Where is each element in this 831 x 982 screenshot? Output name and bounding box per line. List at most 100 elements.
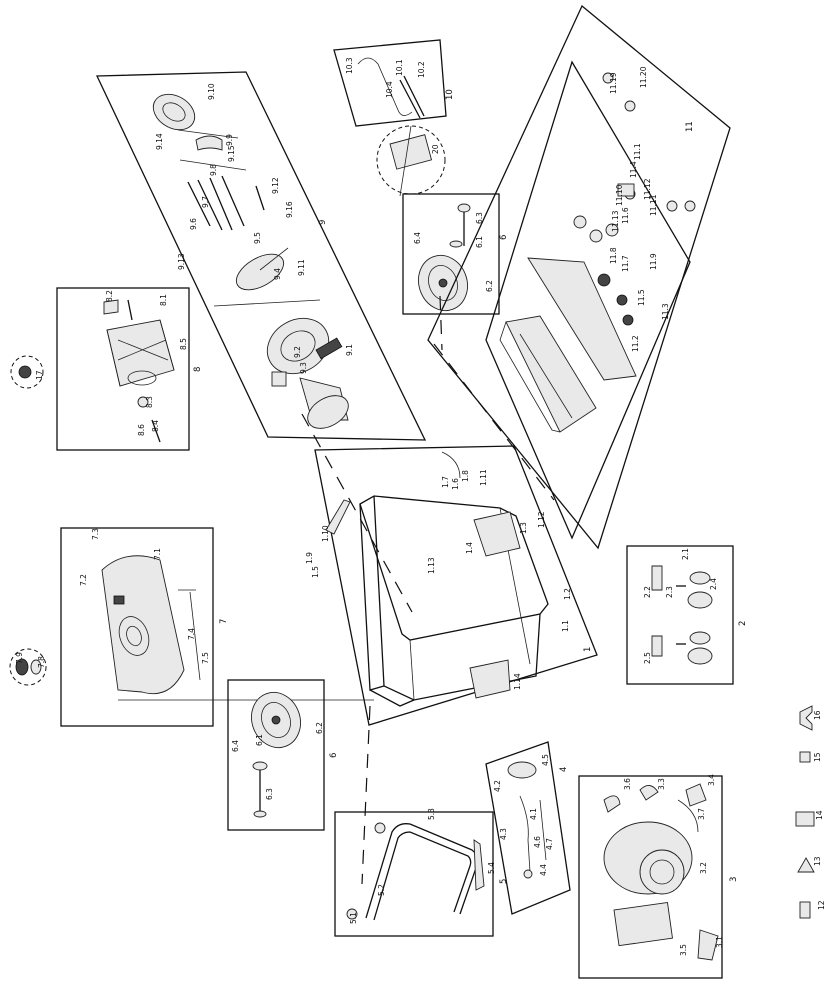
part-label: 6.4 <box>231 740 240 752</box>
part-label: 14 <box>815 810 824 820</box>
part-label: 6.1 <box>475 236 484 248</box>
group-3-frame <box>578 775 723 979</box>
part-label: 5.2 <box>377 884 386 896</box>
group-5-handle <box>334 811 494 937</box>
part-label: 8.1 <box>159 294 168 306</box>
tank-shell <box>101 555 185 695</box>
wrench-icon <box>799 705 813 731</box>
part-label: 10.4 <box>385 81 394 98</box>
part-label: 4.3 <box>499 828 508 840</box>
group-label-g4: 4 <box>559 767 569 772</box>
assembly-lines <box>301 295 555 885</box>
group-8-frame <box>56 287 190 451</box>
part-label: 2.3 <box>665 586 674 598</box>
part-label: 7.1 <box>153 548 162 560</box>
part-label: 9.11 <box>297 259 306 276</box>
part-label: 1.14 <box>513 673 522 690</box>
group-label-g8: 8 <box>193 367 203 372</box>
group-1-frame <box>314 445 598 726</box>
part-label: 3.4 <box>707 774 716 786</box>
part-label: 5.3 <box>427 808 436 820</box>
part-label: 11.1 <box>633 143 642 160</box>
part-label: 11.10 <box>615 184 624 206</box>
part-label: 7.2 <box>79 574 88 586</box>
part-label: 9.16 <box>285 201 294 218</box>
part-label: 2.5 <box>643 652 652 664</box>
group-5-frame <box>334 811 494 937</box>
part-label: 11.4 <box>629 161 638 178</box>
side-rail <box>325 499 351 535</box>
part-label: 4.7 <box>545 838 554 850</box>
alternator-end-cover <box>152 93 196 131</box>
brush <box>271 371 287 387</box>
group-6-top-frame <box>402 193 500 315</box>
part-label: 6.1 <box>255 734 264 746</box>
part-label: 1.5 <box>311 566 320 578</box>
group-label-g5: 5 <box>499 879 509 884</box>
funnel-icon <box>797 857 815 873</box>
part-label: 10.3 <box>345 57 354 74</box>
group-10-wiring <box>333 39 447 197</box>
group-1-outline <box>314 445 598 726</box>
group-6-wheel-top <box>402 193 500 315</box>
loose-parts <box>795 705 815 919</box>
part-label: 1.13 <box>427 557 436 574</box>
part-label: 1.7 <box>441 476 450 488</box>
part-label: 6.4 <box>413 232 422 244</box>
fuel-filter <box>507 761 537 779</box>
part-label: 9.3 <box>299 362 308 374</box>
part-label: 8.6 <box>137 424 146 436</box>
part-label: 3.1 <box>715 936 724 948</box>
part-label: 1.1 <box>561 620 570 632</box>
part-label: 6.3 <box>265 788 274 800</box>
part-label: 17 <box>35 370 44 380</box>
part-label: 11.5 <box>637 289 646 306</box>
group-9-frame <box>95 71 427 441</box>
group-11-control-panel <box>427 4 731 550</box>
fuel-tank-body <box>106 319 175 387</box>
part-label: 3.7 <box>697 808 706 820</box>
recoil-starter <box>639 849 685 895</box>
part-label: 4.1 <box>529 808 538 820</box>
brush-holder <box>195 135 223 151</box>
part-label: 11.20 <box>639 66 648 88</box>
labels-layer: 11.11.21.31.41.51.61.71.81.91.101.111.12… <box>15 57 826 956</box>
part-label: 7.5 <box>201 652 210 664</box>
part-label: 9.15 <box>227 145 236 162</box>
stator <box>266 317 330 375</box>
part-label: 11.19 <box>609 72 618 94</box>
part-label: 3.2 <box>699 862 708 874</box>
group-7-frame <box>60 527 214 727</box>
part-label: 9.5 <box>253 232 262 244</box>
spark-plug-icon <box>799 751 811 763</box>
part-label: 6.2 <box>315 722 324 734</box>
alternator-housing <box>235 253 285 291</box>
part-label: 9.4 <box>273 268 282 280</box>
group-2-mounts <box>626 545 734 685</box>
part-label: 4.6 <box>533 836 542 848</box>
part-label: 1.11 <box>479 469 488 486</box>
part-label: 5.1 <box>349 912 358 924</box>
part-label: 1.4 <box>465 542 474 554</box>
part-label: 10.2 <box>417 61 426 78</box>
frame-rails-top <box>359 495 549 641</box>
part-label: 11.3 <box>661 303 670 320</box>
part-label: 1.12 <box>537 511 546 528</box>
air-filter-cover <box>613 901 673 947</box>
group-label-g11: 11 <box>685 121 695 132</box>
part-label: 11.11 <box>649 194 658 216</box>
group-10-frame <box>333 39 447 127</box>
part-label: 12 <box>817 900 826 910</box>
part-label: 9.13 <box>177 253 186 270</box>
group-6-wheel-bottom <box>227 679 325 831</box>
part-label: 1.10 <box>321 525 330 542</box>
part-label: 3.5 <box>679 944 688 956</box>
group-label-g2: 2 <box>738 621 748 626</box>
part-label: 4.5 <box>541 754 550 766</box>
group-label-g9: 9 <box>318 220 328 225</box>
part-label: 13 <box>813 856 822 866</box>
part-label: 1.9 <box>305 552 314 564</box>
group-9-divider <box>213 299 321 307</box>
group-4-frame <box>485 741 571 915</box>
control-panel-plate <box>527 257 637 381</box>
